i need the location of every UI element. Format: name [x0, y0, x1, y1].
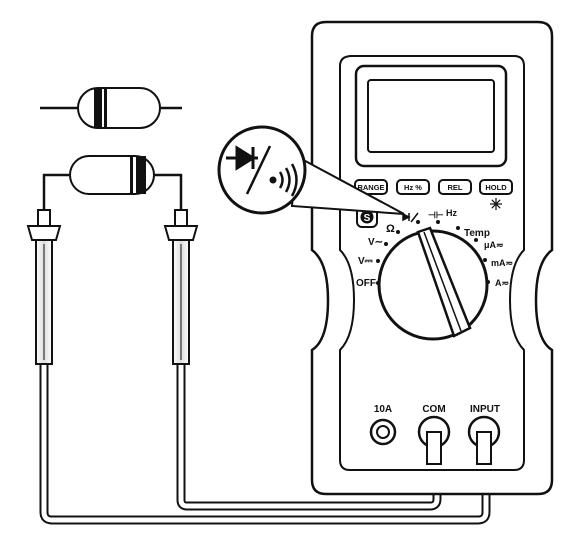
- dial-label-temp: Temp: [464, 228, 490, 239]
- dial-label-vdc: V⎓: [358, 256, 373, 267]
- callout-magnifier: [217, 125, 405, 215]
- dial-label-cap: ⊣⊢: [428, 210, 444, 220]
- shift-button-label: S: [364, 213, 371, 224]
- dial-labels: OFF V⎓ V∼ Ω ⊣⊢ Hz Temp μA≂ mA≂ A≂: [356, 208, 513, 289]
- terminal-input[interactable]: [467, 415, 501, 465]
- lcd-display: [354, 64, 508, 168]
- continuity-beeper-icon: [269, 163, 298, 197]
- dial-diode-mark: [402, 212, 419, 223]
- dial-label-vac: V∼: [368, 237, 383, 248]
- button-hold[interactable]: HOLD: [479, 179, 513, 195]
- button-rel-label: REL: [448, 183, 463, 192]
- button-hold-label: HOLD: [485, 183, 507, 192]
- terminal-10a[interactable]: [369, 418, 397, 446]
- dial-label-a: A≂: [495, 278, 509, 288]
- terminal-label-input: INPUT: [470, 404, 500, 415]
- dial-label-ohm: Ω: [386, 223, 395, 235]
- diode-under-test: [42, 155, 183, 212]
- reference-diode: [40, 87, 182, 129]
- button-hz-label: Hz %: [404, 183, 422, 192]
- dial-label-ua: μA≂: [484, 240, 504, 250]
- test-lead-cables: [39, 360, 491, 525]
- rotary-knob[interactable]: [377, 226, 489, 341]
- terminal-com[interactable]: [417, 415, 451, 465]
- button-range-label: RANGE: [357, 183, 384, 192]
- dial-label-off: OFF: [356, 278, 376, 289]
- probe-right: [163, 209, 199, 365]
- button-hz[interactable]: Hz %: [396, 179, 430, 195]
- dial-label-hz: Hz: [446, 208, 457, 218]
- terminal-label-com: COM: [422, 404, 445, 415]
- terminal-label-10a: 10A: [374, 404, 392, 415]
- dial-label-ma: mA≂: [491, 258, 513, 268]
- probe-left: [26, 209, 62, 365]
- backlight-icon: [490, 198, 502, 210]
- button-rel[interactable]: REL: [438, 179, 472, 195]
- diode-symbol-icon: [226, 145, 258, 171]
